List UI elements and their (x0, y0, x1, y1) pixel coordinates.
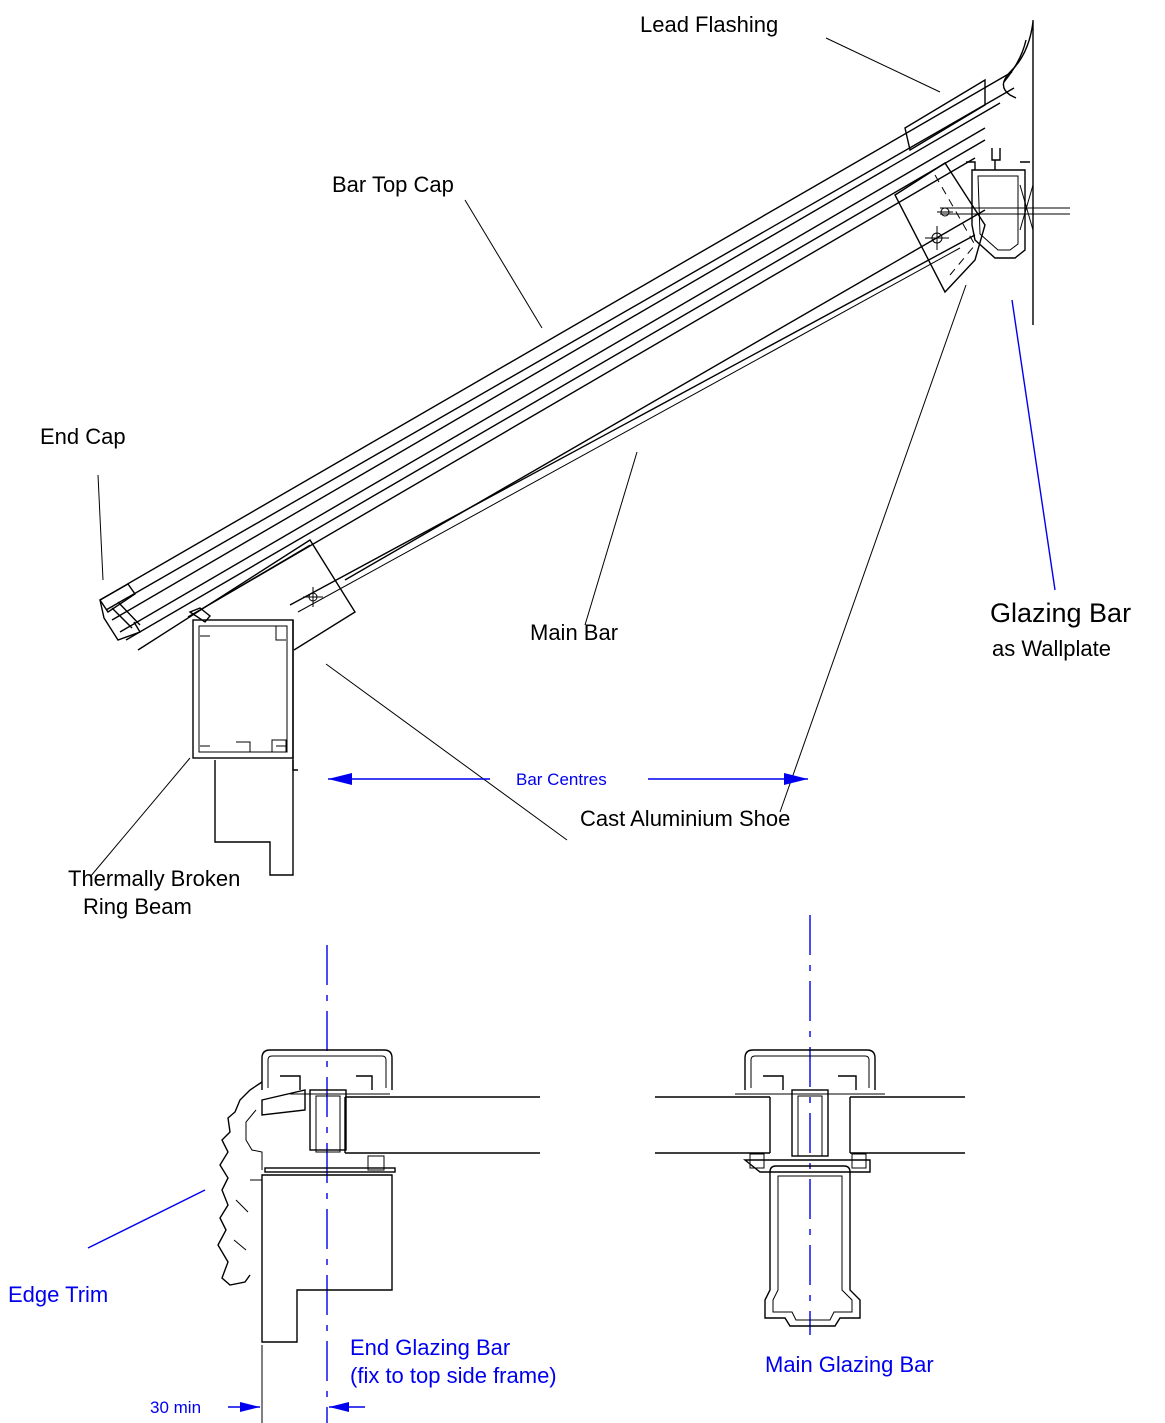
fixing-point-upper-2 (937, 207, 953, 217)
label-cast-aluminium-shoe: Cast Aluminium Shoe (580, 806, 790, 831)
label-main-bar: Main Bar (530, 620, 618, 645)
thirty-min-arrow-left (240, 1402, 260, 1412)
shoe-lower-inner (199, 544, 311, 611)
bar-centres-dimension (326, 773, 811, 1423)
glazing-line-1 (119, 127, 986, 633)
main-bar-body-outer (764, 1165, 861, 1327)
leader-cast-shoe-upper (779, 284, 967, 813)
main-bar-cap-outer (744, 1049, 876, 1090)
label-end-glazing-bar: End Glazing Bar (350, 1335, 510, 1360)
end-cap-detail (111, 601, 141, 629)
main-bar-core-inner (797, 1095, 823, 1157)
glazing-line-2 (125, 139, 986, 641)
label-as-wallplate: as Wallplate (992, 636, 1111, 661)
main-bar-clips (749, 1153, 867, 1169)
label-ring-beam: Ring Beam (83, 894, 192, 919)
label-edge-trim: Edge Trim (8, 1282, 108, 1307)
edge-trim-inner (245, 1109, 263, 1181)
wallplate-glazing-bar-profile (940, 148, 1070, 259)
end-glazing-bar-section (261, 1049, 540, 1343)
fixing-point-lower (303, 587, 323, 607)
arrowhead-left (328, 773, 352, 785)
leader-lead-flashing (825, 37, 941, 93)
label-fix-to-top-side-frame: (fix to top side frame) (350, 1363, 557, 1388)
label-thermally-broken: Thermally Broken (68, 866, 240, 891)
label-bar-top-cap: Bar Top Cap (332, 172, 454, 197)
roof-section (89, 20, 1070, 878)
end-cap-bottom (99, 599, 142, 641)
label-lead-flashing: Lead Flashing (640, 12, 778, 37)
top-cap-line-2 (105, 87, 1015, 611)
ring-beam-profile (188, 607, 298, 876)
leader-cast-shoe-lower (325, 663, 568, 841)
leader-bar-top-cap (464, 199, 543, 329)
label-glazing-bar: Glazing Bar (990, 598, 1131, 628)
lead-flashing-inner (1003, 39, 1027, 83)
end-bar-clip (367, 1155, 385, 1171)
end-bar-core-inner (315, 1095, 341, 1153)
end-bar-glass-bead (261, 1089, 306, 1116)
lead-flashing-strip (904, 78, 986, 152)
shoe-upper-hidden (934, 174, 976, 276)
arrowhead-right (784, 773, 808, 785)
label-bar-centres: Bar Centres (516, 770, 607, 789)
edge-trim-profile (87, 1081, 263, 1286)
end-cap-shape (99, 583, 136, 613)
leader-glazing-bar-wallplate (1011, 299, 1056, 591)
leader-ring-beam (89, 757, 191, 878)
main-bar-mid (344, 209, 986, 581)
fixing-point-upper (925, 226, 949, 250)
edge-trim-ribs (233, 1199, 249, 1251)
end-bar-cap-legs (280, 1075, 373, 1090)
shoe-lower-outline (137, 539, 356, 651)
shoe-upper-outline (894, 162, 986, 294)
thirty-min-arrow-right (329, 1402, 349, 1412)
label-thirty-min: 30 min (150, 1398, 201, 1417)
leader-end-cap (97, 474, 104, 581)
top-cap-line-3 (111, 102, 1001, 621)
edge-trim-outer (217, 1081, 263, 1286)
main-bar-body-inner (772, 1175, 853, 1321)
end-bar-cap-outer (261, 1049, 393, 1090)
end-bar-cap-inner (267, 1055, 387, 1088)
top-cap-upper-line (99, 71, 1013, 601)
end-bar-base-plate (264, 1167, 396, 1173)
main-bar-upper (187, 157, 976, 618)
side-frame-profile (261, 1174, 393, 1343)
main-bar-cap-legs (763, 1075, 857, 1090)
label-end-cap: End Cap (40, 424, 126, 449)
leader-main-bar (584, 451, 638, 626)
label-main-glazing-bar: Main Glazing Bar (765, 1352, 934, 1377)
main-bar-cap-inner (750, 1055, 870, 1088)
leader-edge-trim (87, 1189, 206, 1249)
end-bar-core (309, 1089, 347, 1151)
main-glazing-bar-section (655, 1049, 965, 1327)
main-bar-lower (289, 234, 976, 606)
main-bar-lower-2 (297, 247, 961, 613)
thirty-min-dimension (228, 1345, 365, 1423)
